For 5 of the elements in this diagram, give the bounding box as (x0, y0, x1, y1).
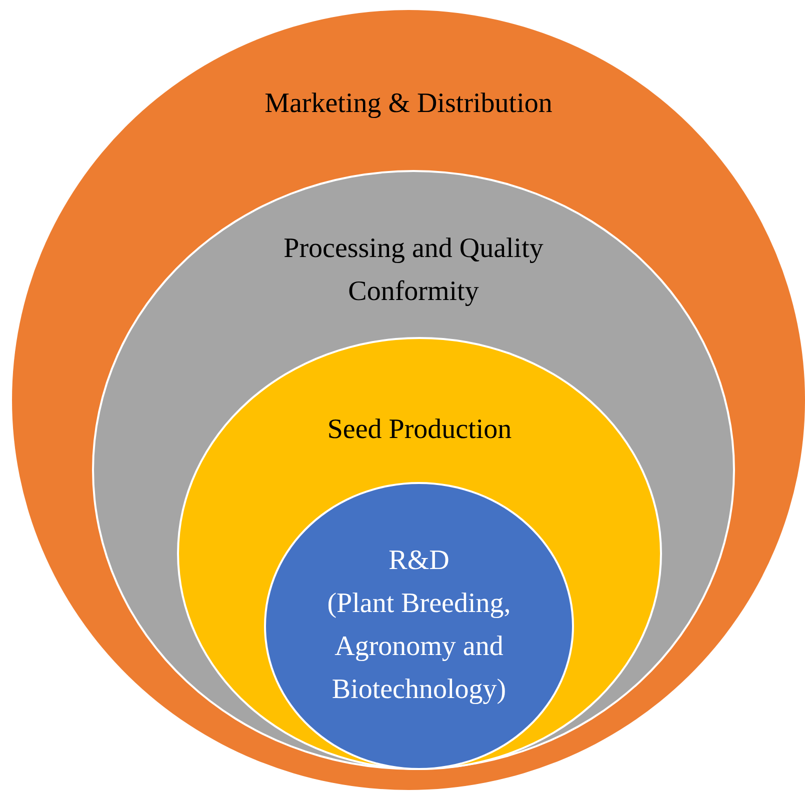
ring-description: (Plant Breeding, Agronomy and Biotechnology) (326, 587, 512, 707)
ring-label: R&D (388, 544, 450, 578)
ring-label: Seed Production (326, 413, 513, 447)
ring-label: Marketing & Distribution (264, 87, 554, 121)
ring-label: Processing and Quality Conformity (282, 232, 544, 309)
